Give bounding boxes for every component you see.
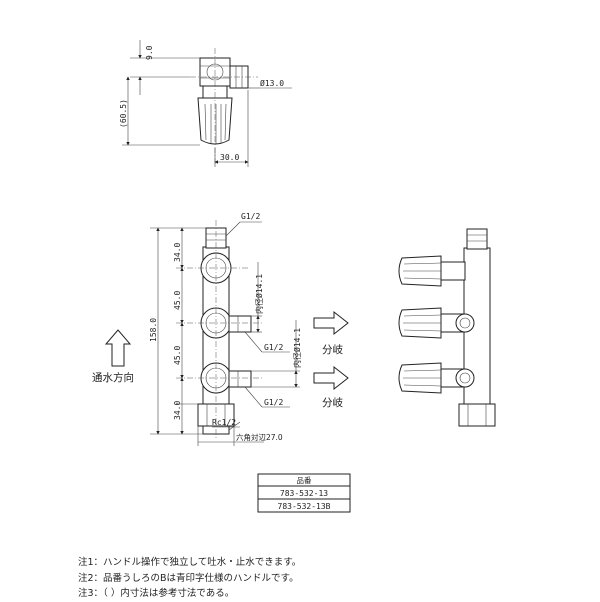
parts-table-header: 品番 bbox=[297, 475, 312, 485]
back-outlet-2 bbox=[455, 368, 475, 388]
side-dim-width: 30.0 bbox=[220, 153, 239, 162]
front-dim-seg-1: 34.0 bbox=[173, 243, 182, 262]
note-3: 注3：（ ）内寸法は参考寸法である。 bbox=[78, 588, 235, 599]
back-view bbox=[398, 228, 496, 427]
side-view: 9.0 (60.5) Ø13.0 30.0 bbox=[119, 40, 292, 167]
front-label-g-bot: G1/2 bbox=[264, 398, 283, 407]
parts-table-row-1: 783-532-13 bbox=[280, 489, 328, 498]
back-top-thread bbox=[466, 228, 488, 250]
side-dim-top: 9.0 bbox=[145, 45, 154, 60]
front-label-g-top: G1/2 bbox=[241, 212, 260, 221]
flow-direction-arrow-icon bbox=[104, 329, 132, 367]
front-view: 158.0 34.0 45.0 45.0 34.0 内径Ø14.1 内径Ø14.… bbox=[92, 212, 349, 446]
note-1: 注1：ハンドル操作で独立して吐水・止水できます。 bbox=[78, 557, 302, 568]
notes: 注1：ハンドル操作で独立して吐水・止水できます。 注2：品番うしろのBは青印字仕… bbox=[78, 555, 301, 602]
front-label-hex: 六角対辺27.0 bbox=[236, 432, 283, 442]
back-bottom-hex bbox=[458, 403, 496, 427]
branch-arrow-2-icon bbox=[313, 365, 349, 391]
branch-label-2: 分岐 bbox=[322, 396, 343, 409]
back-outlet-1 bbox=[455, 313, 475, 333]
front-label-g-mid: G1/2 bbox=[264, 343, 283, 352]
side-dim-pipe-dia: Ø13.0 bbox=[260, 78, 284, 88]
parts-table-row-2: 783-532-13B bbox=[278, 502, 331, 511]
branch-arrow-1-icon bbox=[313, 310, 349, 336]
note-2: 注2：品番うしろのBは青印字仕様のハンドルです。 bbox=[78, 572, 299, 584]
front-outlet-2 bbox=[228, 370, 252, 388]
front-dim-seg-4: 34.0 bbox=[173, 401, 182, 420]
flow-direction-label: 通水方向 bbox=[92, 371, 134, 384]
front-inner-dia-2: 内径Ø14.1 bbox=[292, 328, 302, 368]
branch-label-1: 分岐 bbox=[322, 343, 343, 356]
front-label-rc: Rc1/2 bbox=[212, 418, 236, 427]
front-dim-total: 158.0 bbox=[149, 318, 158, 342]
front-dim-seg-2: 45.0 bbox=[173, 291, 182, 310]
parts-table: 品番 783-532-13 783-532-13B bbox=[257, 473, 351, 513]
side-dim-height: (60.5) bbox=[119, 99, 128, 128]
front-outlet-1 bbox=[228, 315, 252, 333]
front-dim-seg-3: 45.0 bbox=[173, 346, 182, 365]
back-handle-neck-1 bbox=[440, 261, 466, 281]
side-handle bbox=[197, 97, 233, 145]
front-inner-dia-1: 内径Ø14.1 bbox=[254, 274, 264, 314]
